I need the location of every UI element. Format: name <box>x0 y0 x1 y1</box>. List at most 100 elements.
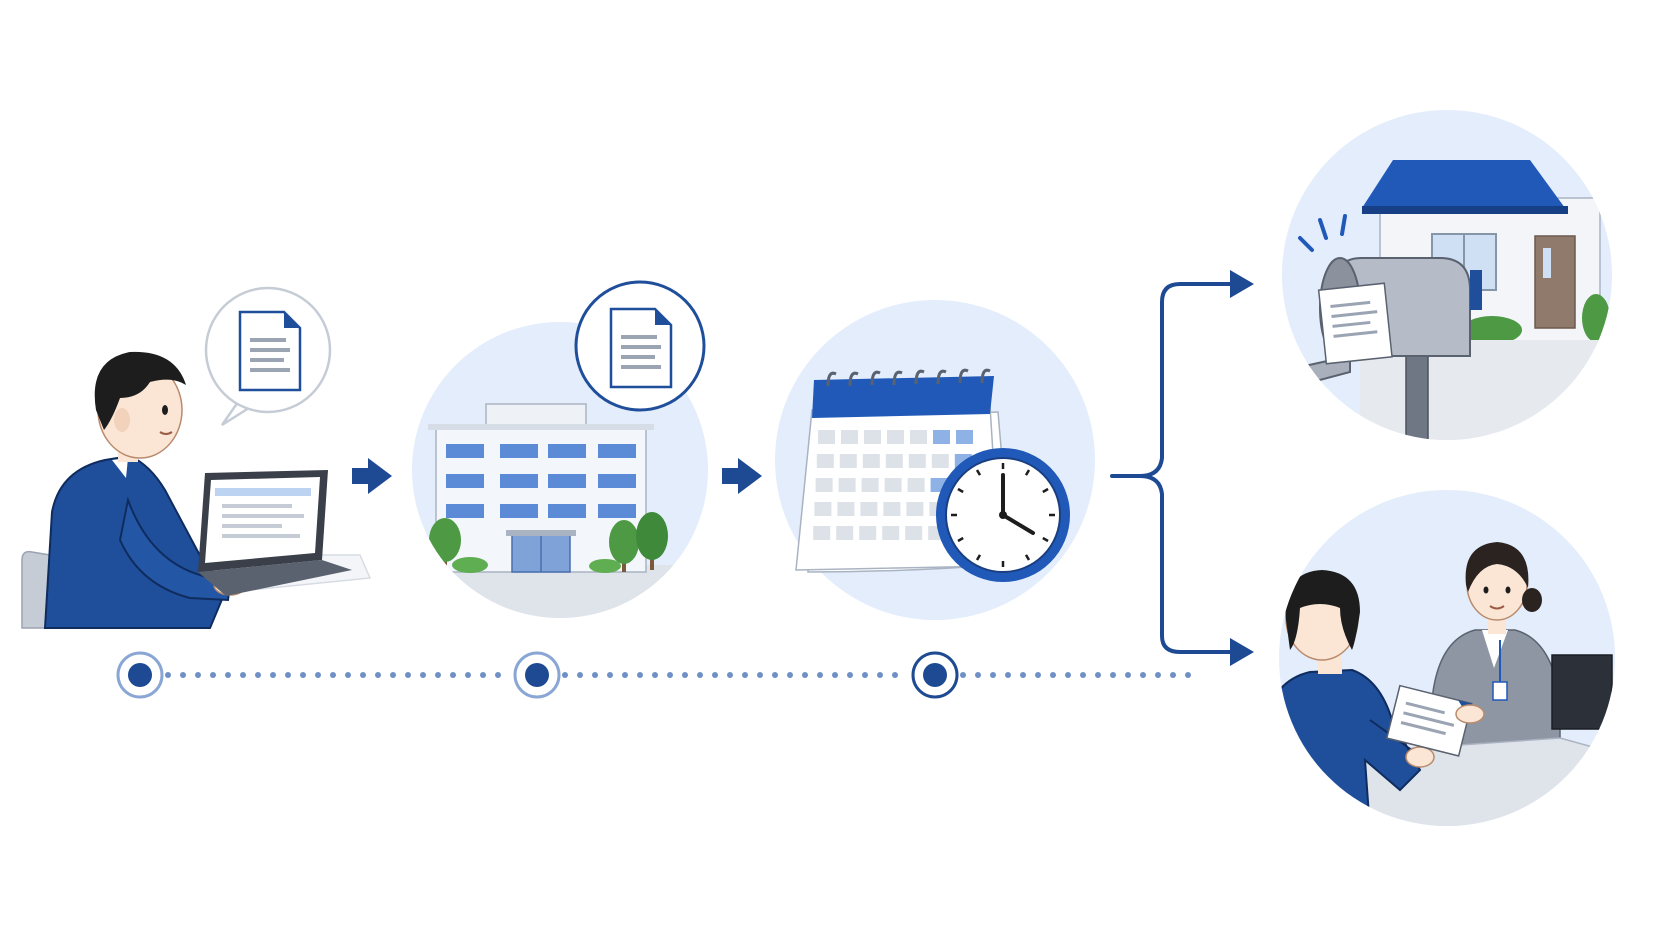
timeline-dot <box>862 672 868 678</box>
calendar-day-cell <box>838 478 856 492</box>
calendar-day-cell <box>931 454 949 468</box>
calendar-day-cell <box>882 526 900 540</box>
calendar-day-cell <box>906 502 924 516</box>
timeline-dot <box>480 672 486 678</box>
calendar-day-cell <box>813 526 831 540</box>
timeline-dot <box>210 672 216 678</box>
timeline-dot <box>420 672 426 678</box>
flow-arrow-1 <box>352 458 392 494</box>
clock-tick <box>1024 469 1031 476</box>
calendar-day-cell <box>837 502 855 516</box>
timeline-dot <box>1140 672 1146 678</box>
timeline-dot <box>165 672 171 678</box>
clock-tick <box>1024 554 1031 561</box>
branch-arrow-down <box>1230 638 1254 666</box>
calendar-day-cell <box>862 454 880 468</box>
timeline-dot <box>390 672 396 678</box>
timeline-dot <box>285 672 291 678</box>
timeline-dot <box>892 672 898 678</box>
timeline-dot <box>757 672 763 678</box>
timeline-dot <box>697 672 703 678</box>
clock-icon <box>936 448 1070 582</box>
timeline-dot <box>772 672 778 678</box>
clock-tick <box>1042 487 1049 494</box>
timeline-dot <box>1185 672 1191 678</box>
clock-tick <box>1042 536 1049 543</box>
timeline-dot <box>802 672 808 678</box>
calendar-day-cell <box>887 430 904 444</box>
timeline-dot <box>652 672 658 678</box>
clock-tick <box>957 536 964 543</box>
timeline-dot <box>607 672 613 678</box>
timeline-dot <box>622 672 628 678</box>
step-office-receives <box>412 280 708 618</box>
timeline-dot <box>1020 672 1026 678</box>
calendar-day-cell <box>814 502 832 516</box>
timeline-dot <box>975 672 981 678</box>
calendar-day-cell <box>956 430 973 444</box>
calendar-day-cell <box>841 430 858 444</box>
step-waiting-period <box>775 300 1095 620</box>
timeline-dot <box>960 672 966 678</box>
calendar-clock-icon <box>795 368 1070 582</box>
timeline-dot <box>255 672 261 678</box>
timeline-dot <box>727 672 733 678</box>
timeline-dot <box>1155 672 1161 678</box>
calendar-day-cell <box>836 526 854 540</box>
calendar-day-cell <box>905 526 923 540</box>
timeline-dot <box>817 672 823 678</box>
step-pickup-at-counter <box>1279 490 1615 826</box>
document-icon <box>609 307 673 389</box>
calendar-day-cell <box>859 526 877 540</box>
calendar-day-cell <box>815 478 833 492</box>
calendar-day-cell <box>818 430 835 444</box>
step-delivery-by-mail <box>1282 110 1612 440</box>
timeline-dot <box>180 672 186 678</box>
timeline-dot <box>435 672 441 678</box>
calendar-day-cell <box>861 478 879 492</box>
timeline-dot <box>637 672 643 678</box>
timeline-dot <box>1005 672 1011 678</box>
timeline-dot <box>667 672 673 678</box>
timeline-dot <box>1035 672 1041 678</box>
calendar-day-cell <box>864 430 881 444</box>
timeline-dot <box>375 672 381 678</box>
calendar-day-cell <box>839 454 857 468</box>
flow-arrow-2 <box>722 458 762 494</box>
timeline-dot <box>300 672 306 678</box>
branch-arrow-up <box>1230 270 1254 298</box>
tree-icon <box>429 512 668 573</box>
timeline-dot <box>1170 672 1176 678</box>
timeline-dot <box>405 672 411 678</box>
timeline-dot <box>345 672 351 678</box>
notification-marks <box>1298 214 1347 252</box>
calendar-day-cell <box>907 478 925 492</box>
timeline-dot <box>742 672 748 678</box>
timeline-dot <box>787 672 793 678</box>
calendar-day-cell <box>933 430 950 444</box>
timeline-marker-3 <box>911 651 959 699</box>
timeline-dot <box>990 672 996 678</box>
calendar-day-cell <box>860 502 878 516</box>
timeline-dot <box>577 672 583 678</box>
timeline-dot <box>712 672 718 678</box>
laptop-icon <box>198 470 352 596</box>
timeline-dot <box>832 672 838 678</box>
clock-tick <box>975 554 982 561</box>
timeline-dot <box>1050 672 1056 678</box>
timeline-dot <box>1065 672 1071 678</box>
document-icon <box>238 310 302 392</box>
timeline-dot <box>1095 672 1101 678</box>
timeline-dot <box>270 672 276 678</box>
timeline-dot <box>1110 672 1116 678</box>
clock-tick <box>975 469 982 476</box>
timeline-dot <box>315 672 321 678</box>
timeline-dot <box>450 672 456 678</box>
calendar-day-cell <box>885 454 903 468</box>
timeline-dot <box>360 672 366 678</box>
calendar-day-cell <box>883 502 901 516</box>
step-apply-online <box>21 286 372 629</box>
timeline-marker-1 <box>116 651 164 699</box>
timeline-dot <box>562 672 568 678</box>
